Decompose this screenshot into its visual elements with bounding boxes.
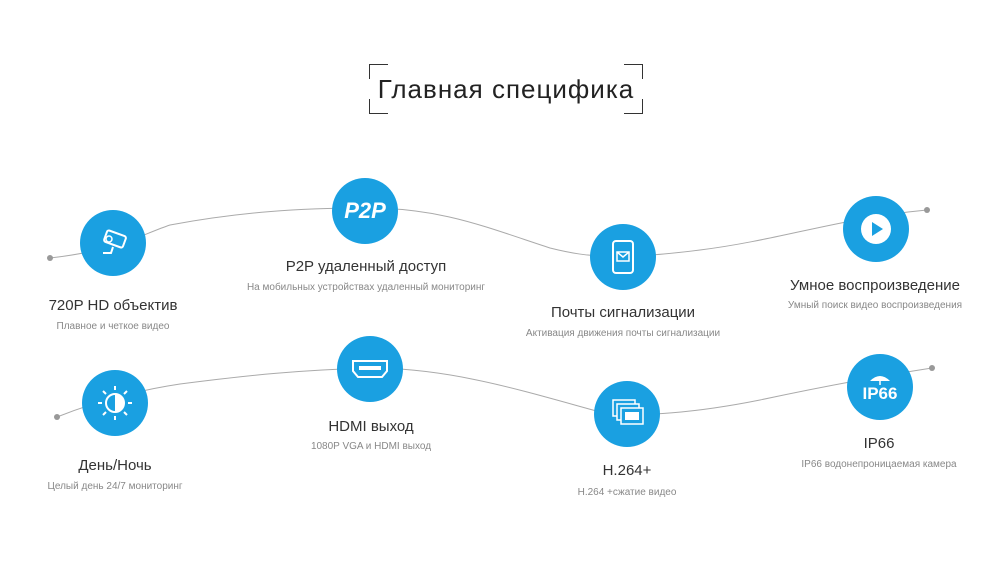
phone-mail-icon	[612, 240, 634, 274]
feature-title: Почты сигнализации	[550, 304, 696, 321]
camera-icon-circle	[80, 210, 146, 276]
feature-subtitle: На мобильных устройствах удаленный монит…	[246, 282, 486, 293]
p2p-icon-circle: P2P	[332, 178, 398, 244]
ip66-icon: IP66	[862, 384, 898, 403]
feature-title: День/Ночь	[78, 457, 152, 474]
feature-title: P2P удаленный доступ	[285, 258, 447, 275]
feature-title: Умное воспроизведение	[790, 277, 960, 294]
mail-icon-circle	[590, 224, 656, 290]
feature-subtitle: IP66 водонепроницаемая камера	[801, 459, 957, 470]
feature-subtitle: H.264 +сжатие видео	[577, 487, 677, 498]
p2p-icon: P2P	[344, 198, 386, 223]
title-frame: Главная специфика	[369, 64, 643, 114]
feature-subtitle: Умный поиск видео воспроизведения	[787, 300, 963, 311]
h264-icon	[612, 399, 644, 425]
day-night-icon-circle	[82, 370, 148, 436]
feature-title: H.264+	[602, 462, 652, 479]
feature-subtitle: 1080P VGA и HDMI выход	[310, 441, 432, 452]
feature-title: HDMI выход	[328, 418, 414, 435]
feature-subtitle: Активация движения почты сигнализации	[525, 328, 721, 339]
hdmi-icon-circle	[337, 336, 403, 402]
feature-subtitle: Плавное и четкое видео	[56, 321, 170, 332]
page-title: Главная специфика	[377, 74, 635, 104]
ip66-icon-circle: IP66	[847, 354, 913, 420]
umbrella-icon	[869, 376, 890, 385]
feature-title: IP66	[863, 435, 895, 452]
play-icon	[861, 214, 891, 244]
hdmi-icon	[352, 360, 388, 378]
day-night-icon	[98, 386, 132, 420]
feature-subtitle: Целый день 24/7 мониторинг	[47, 481, 183, 492]
cctv-camera-icon	[103, 229, 127, 254]
feature-title: 720P HD объектив	[48, 297, 178, 314]
play-icon-circle	[843, 196, 909, 262]
h264-icon-circle	[594, 381, 660, 447]
